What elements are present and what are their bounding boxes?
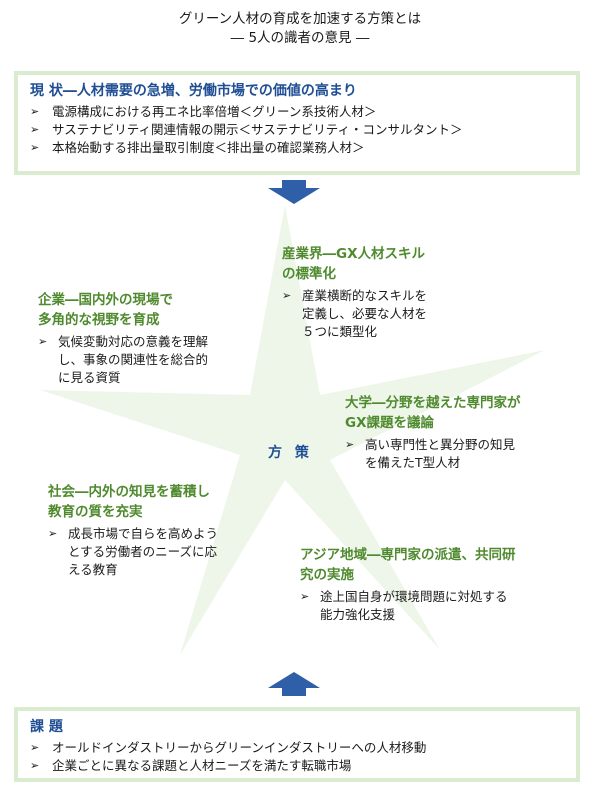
industry-item: ➢ 産業横断的なスキルを 定義し、必要な人材を ５つに類型化 (282, 287, 472, 341)
society-heading-line-1: 社会―内外の知見を蓄積し (48, 484, 210, 500)
asia-item: ➢ 途上国自身が環境問題に対処する 能力強化支援 (300, 588, 585, 624)
university-heading-line-1: 大学―分野を越えた専門家が (345, 395, 521, 411)
industry-item-line-1: 産業横断的なスキルを (302, 288, 428, 303)
issues-heading: 課 題 (30, 719, 63, 735)
company-heading-line-2: 多角的な視野を育成 (38, 312, 160, 328)
bullet-arrow-icon: ➢ (38, 335, 48, 348)
up-arrow-icon (268, 672, 320, 696)
bullet-arrow-icon: ➢ (30, 141, 40, 154)
industry-section: 産業界―GX人材スキル の標準化 ➢ 産業横断的なスキルを 定義し、必要な人材を… (282, 244, 472, 341)
company-heading-line-1: 企業―国内外の現場で (38, 292, 173, 308)
bullet-arrow-icon: ➢ (30, 123, 40, 136)
current-item-text: 本格始動する排出量取引制度＜排出量の確認業務人材＞ (52, 140, 365, 155)
university-heading: 大学―分野を越えた専門家が GX課題を議論 (345, 393, 585, 433)
society-heading: 社会―内外の知見を蓄積し 教育の質を充実 (48, 482, 278, 522)
company-section: 企業―国内外の現場で 多角的な視野を育成 ➢ 気候変動対応の意義を理解 し、事象… (38, 290, 263, 387)
society-item-line-2: とする労働者のニーズに応 (68, 544, 218, 559)
current-item: ➢ 電源構成における再エネ比率倍増＜グリーン系技術人材＞ (30, 103, 566, 121)
issues-item-text: 企業ごとに異なる課題と人材ニーズを満たす転職市場 (52, 758, 352, 773)
company-item-line-1: 気候変動対応の意義を理解 (58, 334, 209, 349)
diagram-title: グリーン人材の育成を加速する方策とは ― 5人の識者の意見 ― (0, 10, 600, 48)
society-item-line-1: 成長市場で自らを高めよう (68, 526, 219, 541)
company-item: ➢ 気候変動対応の意義を理解 し、事象の関連性を総合的 に見る資質 (38, 333, 263, 387)
issues-item: ➢ 企業ごとに異なる課題と人材ニーズを満たす転職市場 (30, 757, 566, 775)
bullet-arrow-icon: ➢ (30, 741, 40, 754)
industry-heading: 産業界―GX人材スキル の標準化 (282, 244, 472, 284)
issues-item-text: オールドインダストリーからグリーンインダストリーへの人材移動 (52, 740, 427, 755)
current-item: ➢ サステナビリティ関連情報の開示＜サステナビリティ・コンサルタント＞ (30, 121, 566, 139)
asia-item-line-2: 能力強化支援 (320, 607, 396, 622)
asia-heading-line-2: 究の実施 (300, 567, 354, 583)
bullet-arrow-icon: ➢ (48, 527, 58, 540)
society-heading-line-2: 教育の質を充実 (48, 504, 143, 520)
bullet-arrow-icon: ➢ (345, 438, 355, 451)
company-heading: 企業―国内外の現場で 多角的な視野を育成 (38, 290, 263, 330)
current-item-text: サステナビリティ関連情報の開示＜サステナビリティ・コンサルタント＞ (52, 122, 463, 137)
society-item: ➢ 成長市場で自らを高めよう とする労働者のニーズに応 える教育 (48, 525, 278, 579)
university-item: ➢ 高い専門性と異分野の知見 を備えたT型人材 (345, 436, 585, 472)
bullet-arrow-icon: ➢ (30, 759, 40, 772)
bullet-arrow-icon: ➢ (30, 105, 40, 118)
university-item-line-2: を備えたT型人材 (365, 455, 461, 470)
asia-heading: アジア地域―専門家の派遣、共同研 究の実施 (300, 545, 585, 585)
issues-box: 課 題 ➢ オールドインダストリーからグリーンインダストリーへの人材移動 ➢ 企… (14, 707, 580, 782)
industry-item-line-3: ５つに類型化 (302, 324, 378, 339)
society-item-line-3: える教育 (68, 562, 118, 577)
asia-item-line-1: 途上国自身が環境問題に対処する (320, 589, 508, 604)
measures-center-label: 方 策 (268, 445, 313, 461)
title-line-2: ― 5人の識者の意見 ― (230, 30, 370, 46)
current-item: ➢ 本格始動する排出量取引制度＜排出量の確認業務人材＞ (30, 139, 566, 157)
industry-item-line-2: 定義し、必要な人材を (302, 306, 428, 321)
issues-item: ➢ オールドインダストリーからグリーンインダストリーへの人材移動 (30, 739, 566, 757)
university-heading-line-2: GX課題を議論 (345, 415, 434, 431)
company-item-line-2: し、事象の関連性を総合的 (58, 352, 209, 367)
bullet-arrow-icon: ➢ (282, 289, 292, 302)
society-section: 社会―内外の知見を蓄積し 教育の質を充実 ➢ 成長市場で自らを高めよう とする労… (48, 482, 278, 579)
asia-section: アジア地域―専門家の派遣、共同研 究の実施 ➢ 途上国自身が環境問題に対処する … (300, 545, 585, 624)
bullet-arrow-icon: ➢ (300, 590, 310, 603)
title-line-1: グリーン人材の育成を加速する方策とは (178, 11, 422, 27)
university-section: 大学―分野を越えた専門家が GX課題を議論 ➢ 高い専門性と異分野の知見 を備え… (345, 393, 585, 472)
down-arrow-icon (268, 180, 320, 204)
current-situation-heading: 現 状―人材需要の急増、労働市場での価値の高まり (30, 83, 357, 99)
company-item-line-3: に見る資質 (58, 370, 121, 385)
university-item-line-1: 高い専門性と異分野の知見 (365, 437, 516, 452)
current-item-text: 電源構成における再エネ比率倍増＜グリーン系技術人材＞ (52, 104, 377, 119)
asia-heading-line-1: アジア地域―専門家の派遣、共同研 (300, 547, 516, 563)
industry-heading-line-1: 産業界―GX人材スキル (282, 246, 425, 262)
industry-heading-line-2: の標準化 (282, 266, 336, 282)
current-situation-box: 現 状―人材需要の急増、労働市場での価値の高まり ➢ 電源構成における再エネ比率… (14, 71, 580, 175)
